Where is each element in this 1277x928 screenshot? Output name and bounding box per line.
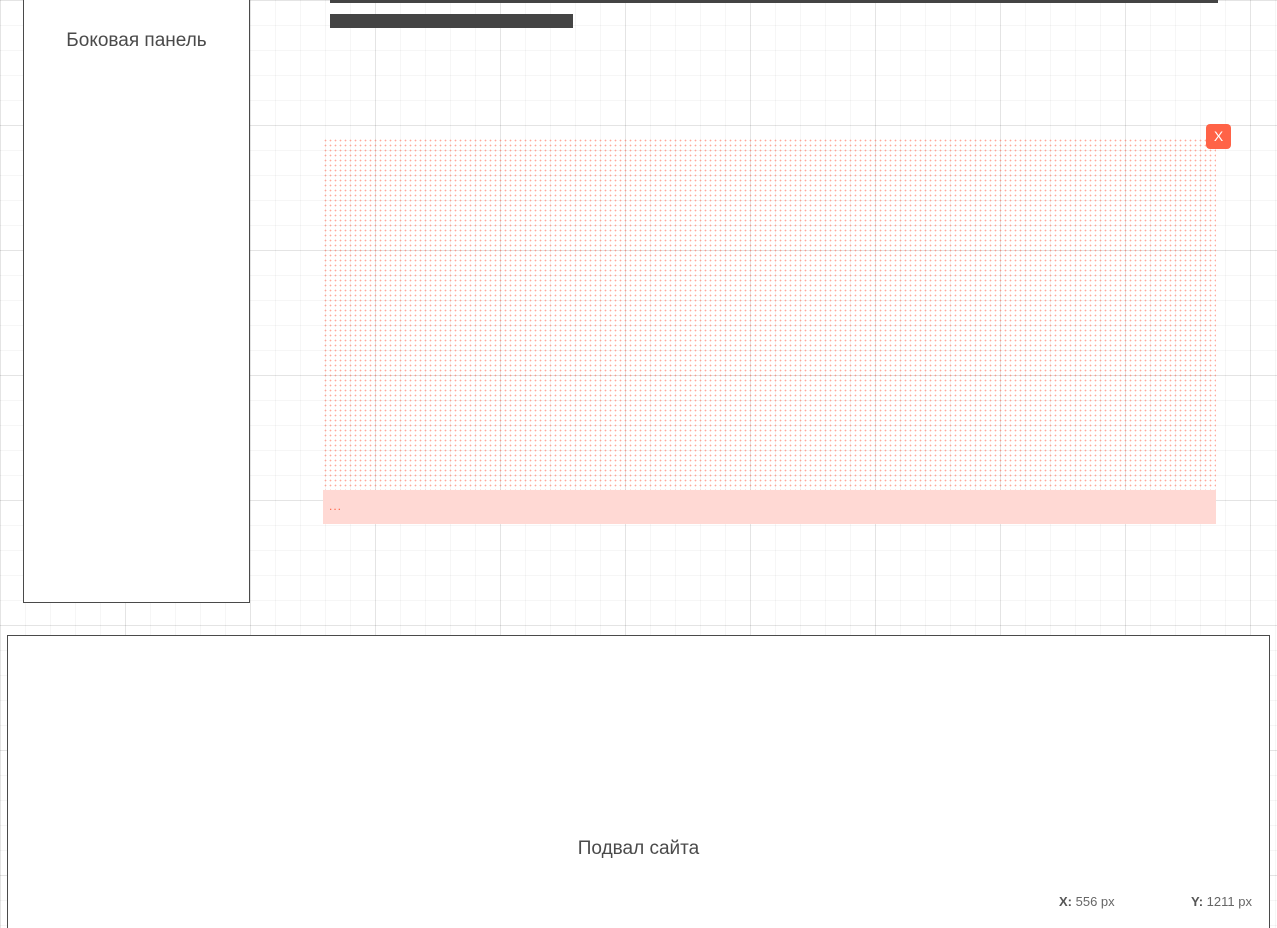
- footer-block[interactable]: Подвал сайта: [7, 635, 1270, 928]
- header-text-placeholder[interactable]: [330, 14, 573, 28]
- cursor-y-label: Y:: [1191, 894, 1204, 909]
- cursor-y-value: 1211 px: [1206, 894, 1252, 909]
- selection-caption[interactable]: ...: [323, 490, 1216, 524]
- footer-title: Подвал сайта: [577, 838, 700, 859]
- selection-pattern: [323, 138, 1216, 490]
- sidebar-block[interactable]: Боковая панель: [23, 0, 250, 603]
- cursor-x-label: X:: [1059, 894, 1072, 909]
- selection-caption-text: ...: [329, 499, 343, 513]
- close-button[interactable]: X: [1206, 124, 1231, 149]
- cursor-x-readout: X: 556 px: [1059, 894, 1115, 909]
- cursor-x-value: 556 px: [1075, 894, 1115, 909]
- sidebar-title: Боковая панель: [66, 30, 207, 51]
- selected-block[interactable]: ...: [323, 138, 1216, 524]
- cursor-y-readout: Y: 1211 px: [1191, 894, 1252, 909]
- header-line[interactable]: [330, 0, 1218, 3]
